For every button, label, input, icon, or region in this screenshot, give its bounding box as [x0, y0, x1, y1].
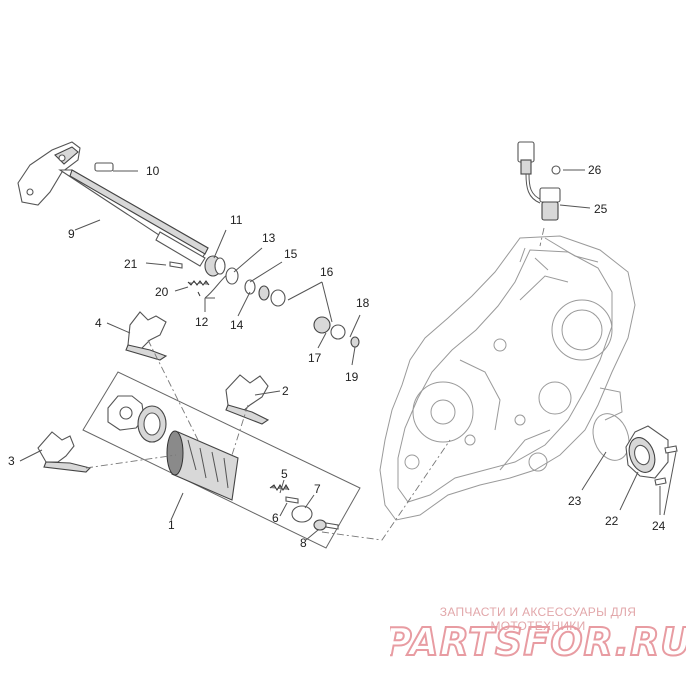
- watermark-tagline: ЗАПЧАСТИ И АКСЕССУАРЫ ДЛЯ МОТОТЕХНИКИ: [439, 605, 637, 633]
- callout-8: 8: [300, 536, 307, 550]
- callout-14: 14: [230, 318, 244, 332]
- callout-23: 23: [568, 494, 582, 508]
- watermark-logo: PARTSFOR.RU: [390, 619, 686, 663]
- spring-and-washers: [169, 255, 360, 348]
- callout-19: 19: [345, 370, 359, 384]
- callout-5: 5: [281, 467, 288, 481]
- shift-forks: [37, 311, 270, 473]
- callout-26: 26: [588, 163, 602, 177]
- callout-20: 20: [155, 285, 169, 299]
- callout-22: 22: [605, 514, 619, 528]
- engine-case: [379, 235, 636, 521]
- callout-4: 4: [95, 316, 102, 330]
- callout-17: 17: [308, 351, 322, 365]
- callout-11: 11: [230, 213, 243, 227]
- callout-1: 1: [168, 518, 175, 532]
- drum-assembly: [82, 371, 361, 549]
- callout-21: 21: [124, 257, 138, 271]
- watermark-logo-text: PARTSFOR.RU: [390, 620, 686, 663]
- leader-lines: [19, 169, 677, 541]
- callout-13: 13: [262, 231, 276, 245]
- callout-3: 3: [8, 454, 15, 468]
- callout-9: 9: [68, 227, 75, 241]
- callout-25: 25: [594, 202, 608, 216]
- callout-18: 18: [356, 296, 370, 310]
- callout-24: 24: [652, 519, 666, 533]
- side-cover: [592, 413, 678, 486]
- selector-shaft: [17, 141, 209, 267]
- callout-labels: 1 2 3 4 5 6 7 8 9 10 11 12 13 14 15 16 1…: [8, 163, 666, 550]
- callout-7: 7: [314, 482, 321, 496]
- gear-position-sensor: [517, 141, 561, 221]
- callout-16: 16: [320, 265, 334, 279]
- callout-6: 6: [272, 511, 279, 525]
- callout-15: 15: [284, 247, 298, 261]
- callout-12: 12: [195, 315, 209, 329]
- callout-2: 2: [282, 384, 289, 398]
- callout-10: 10: [146, 164, 160, 178]
- alignment-lines: [85, 227, 545, 541]
